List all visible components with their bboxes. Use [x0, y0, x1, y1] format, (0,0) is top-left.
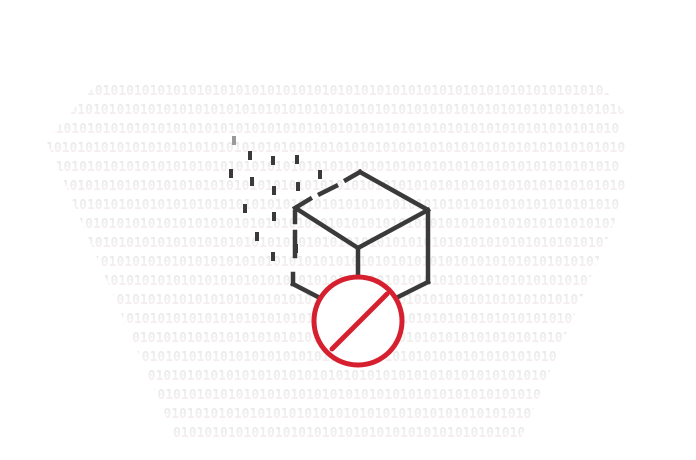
binary-row: 1010101010101010101010101010101010101010… — [46, 103, 625, 118]
binary-row: 1010101010101010101010101010101010101010… — [46, 369, 625, 384]
binary-row: 1010101010101010101010101010101010101010… — [40, 274, 619, 289]
binary-row: 1010101010101010101010101010101010101010… — [40, 236, 619, 251]
binary-row: 1010101010101010101010101010101010101010… — [40, 388, 619, 403]
package-box-icon — [289, 168, 432, 301]
prohibited-sign-icon — [311, 274, 405, 368]
binary-row: 1010101010101010101010101010101010101010… — [46, 141, 625, 156]
binary-row: 1010101010101010101010101010101010101010… — [46, 217, 625, 232]
binary-row: 1010101010101010101010101010101010101010… — [40, 122, 619, 137]
binary-pattern: 1010101010101010101010101010101010101010… — [40, 84, 625, 441]
data-particles-icon — [229, 136, 322, 261]
binary-row: 1010101010101010101010101010101010101010… — [40, 426, 619, 441]
binary-row: 1010101010101010101010101010101010101010… — [46, 255, 625, 270]
binary-row: 1010101010101010101010101010101010101010… — [40, 84, 619, 99]
binary-row: 1010101010101010101010101010101010101010… — [40, 160, 619, 175]
binary-row: 1010101010101010101010101010101010101010… — [46, 407, 625, 422]
binary-row: 1010101010101010101010101010101010101010… — [40, 198, 619, 213]
